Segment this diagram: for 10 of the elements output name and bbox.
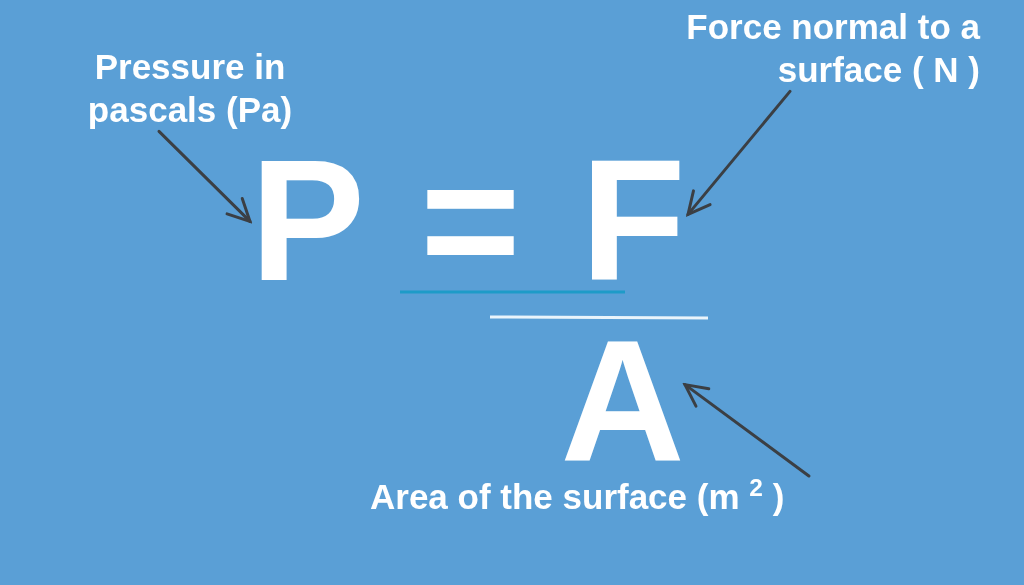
formula-symbol: F bbox=[578, 150, 688, 290]
arrow bbox=[686, 89, 792, 216]
annotation-text: Area of the surface (m $^{2}$ ) bbox=[370, 476, 940, 519]
annotation-text: Pressure in pascals (Pa) bbox=[35, 46, 345, 132]
equals-sign: = bbox=[419, 150, 522, 290]
arrow bbox=[157, 129, 252, 223]
formula-symbol: A bbox=[560, 330, 685, 460]
formula-symbol: P bbox=[250, 150, 365, 290]
annotation-text: Force normal to a surface ( N ) bbox=[600, 6, 980, 92]
arrow bbox=[683, 383, 811, 478]
